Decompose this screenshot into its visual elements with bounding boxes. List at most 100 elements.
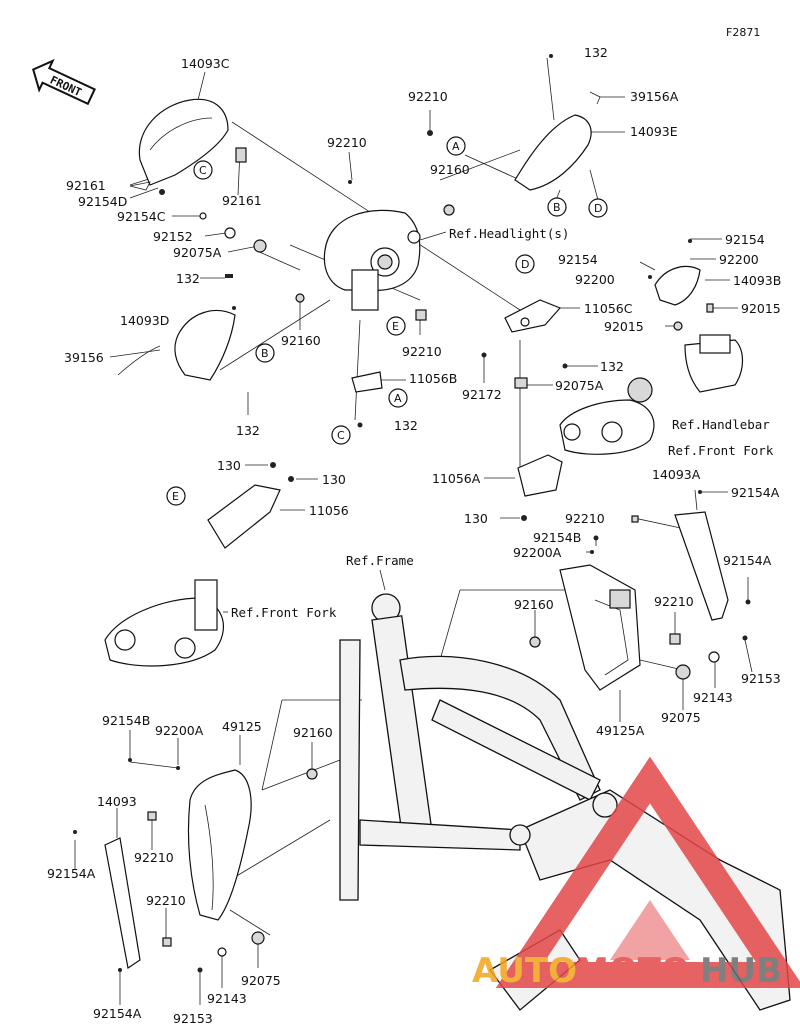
callout-A: A xyxy=(394,392,402,405)
part-label: 92210 xyxy=(654,594,694,609)
part-label: 92160 xyxy=(514,597,554,612)
part-label: 39156 xyxy=(64,350,104,365)
cover-14093A xyxy=(631,490,751,621)
part-label: 49125 xyxy=(222,719,262,734)
part-label: 92015 xyxy=(604,319,644,334)
part-label: 92210 xyxy=(134,850,174,865)
callout-circles: A A B B C C D D E E xyxy=(166,136,608,506)
part-label: 92200A xyxy=(513,545,562,560)
part-label: 14093A xyxy=(652,467,701,482)
part-label: 92143 xyxy=(207,991,247,1006)
part-label: 49125A xyxy=(596,723,645,738)
bracket-11056A xyxy=(517,454,563,521)
panel-49125 xyxy=(128,758,318,921)
part-label: 92210 xyxy=(408,89,448,104)
part-label: 11056A xyxy=(432,471,481,486)
part-label: 11056 xyxy=(309,503,349,518)
cover-14093E xyxy=(514,54,601,191)
handlebar-clamp xyxy=(684,334,744,393)
callout-D: D xyxy=(521,258,529,271)
watermark-logo: AUTO MOTO HUB xyxy=(472,756,800,991)
part-label: 92210 xyxy=(146,893,186,908)
watermark-text-auto: AUTO xyxy=(472,951,577,991)
ref-headlight: Ref.Headlight(s) xyxy=(449,226,569,241)
part-label: 39156A xyxy=(630,89,679,104)
callout-E: E xyxy=(172,490,179,503)
ref-front-fork-right: Ref.Front Fork xyxy=(668,443,774,458)
part-label: 92153 xyxy=(173,1011,213,1026)
part-label: 92160 xyxy=(281,333,321,348)
callout-C: C xyxy=(337,429,345,442)
leader-lines xyxy=(74,57,753,1005)
part-label: 92210 xyxy=(402,344,442,359)
part-label: 92075 xyxy=(661,710,701,725)
part-label: 92161 xyxy=(222,193,262,208)
cover-14093B xyxy=(648,239,714,331)
part-label: 92210 xyxy=(327,135,367,150)
bracket-11056C xyxy=(481,299,568,389)
watermark-text-hub: HUB xyxy=(700,951,782,991)
part-label: 132 xyxy=(394,418,418,433)
part-label: 92152 xyxy=(153,229,193,244)
part-label: 92075A xyxy=(173,245,222,260)
part-label: 130 xyxy=(322,472,346,487)
part-label: 92161 xyxy=(66,178,106,193)
part-label: 92075 xyxy=(241,973,281,988)
part-label: 92154B xyxy=(533,530,581,545)
part-label: 92172 xyxy=(462,387,502,402)
part-label: 92154A xyxy=(47,866,96,881)
part-label: 92154A xyxy=(723,553,772,568)
reference-labels: Ref.Headlight(s) Ref.Handlebar Ref.Front… xyxy=(231,226,774,620)
part-label: 132 xyxy=(236,423,260,438)
part-label: 92143 xyxy=(693,690,733,705)
part-label: 130 xyxy=(464,511,488,526)
panel-49125A xyxy=(529,535,748,691)
part-label: 92200 xyxy=(575,272,615,287)
part-label: 92154A xyxy=(731,485,780,500)
part-label: 14093E xyxy=(630,124,678,139)
part-label: 92154C xyxy=(117,209,166,224)
part-label: 92210 xyxy=(565,511,605,526)
main-frame xyxy=(339,593,791,1011)
callout-B: B xyxy=(261,347,269,360)
part-labels: 14093C 92210 132 39156A 14093E 92210 921… xyxy=(47,45,781,1026)
part-label: 132 xyxy=(584,45,608,60)
cover-14093D xyxy=(117,293,305,381)
part-label: 92015 xyxy=(741,301,781,316)
part-label: 14093 xyxy=(97,794,137,809)
bracket-11056 xyxy=(207,462,294,549)
lower-triple-clamp xyxy=(104,579,224,667)
callout-A: A xyxy=(452,140,460,153)
part-label: 132 xyxy=(176,271,200,286)
part-label: 130 xyxy=(217,458,241,473)
part-label: 92154A xyxy=(93,1006,142,1021)
ref-handlebar: Ref.Handlebar xyxy=(672,417,770,432)
callout-C: C xyxy=(199,164,207,177)
ref-frame: Ref.Frame xyxy=(346,553,414,568)
part-label: 92075A xyxy=(555,378,604,393)
part-label: 92200 xyxy=(719,252,759,267)
cover-14093C xyxy=(129,98,247,195)
part-label: 11056C xyxy=(584,301,633,316)
part-label: 14093D xyxy=(120,313,169,328)
part-label: 14093B xyxy=(733,273,781,288)
part-label: 92154D xyxy=(78,194,127,209)
part-label: 92154 xyxy=(558,252,598,267)
cover-14093 xyxy=(73,830,265,973)
callout-D: D xyxy=(594,202,602,215)
callout-E: E xyxy=(392,320,399,333)
front-arrow-icon: FRONT xyxy=(32,58,96,106)
figure-code: F2871 xyxy=(726,26,760,39)
part-label: 92200A xyxy=(155,723,204,738)
part-label: 92154B xyxy=(102,713,150,728)
part-label: 92153 xyxy=(741,671,781,686)
bracket-11056B xyxy=(351,309,427,428)
watermark-text-moto: MOTO xyxy=(575,951,690,991)
part-label: 92160 xyxy=(293,725,333,740)
part-label: 11056B xyxy=(409,371,457,386)
hardware-left-top xyxy=(199,212,267,278)
part-label: 132 xyxy=(600,359,624,374)
headlight-assembly xyxy=(323,130,455,311)
part-label: 92160 xyxy=(430,162,470,177)
